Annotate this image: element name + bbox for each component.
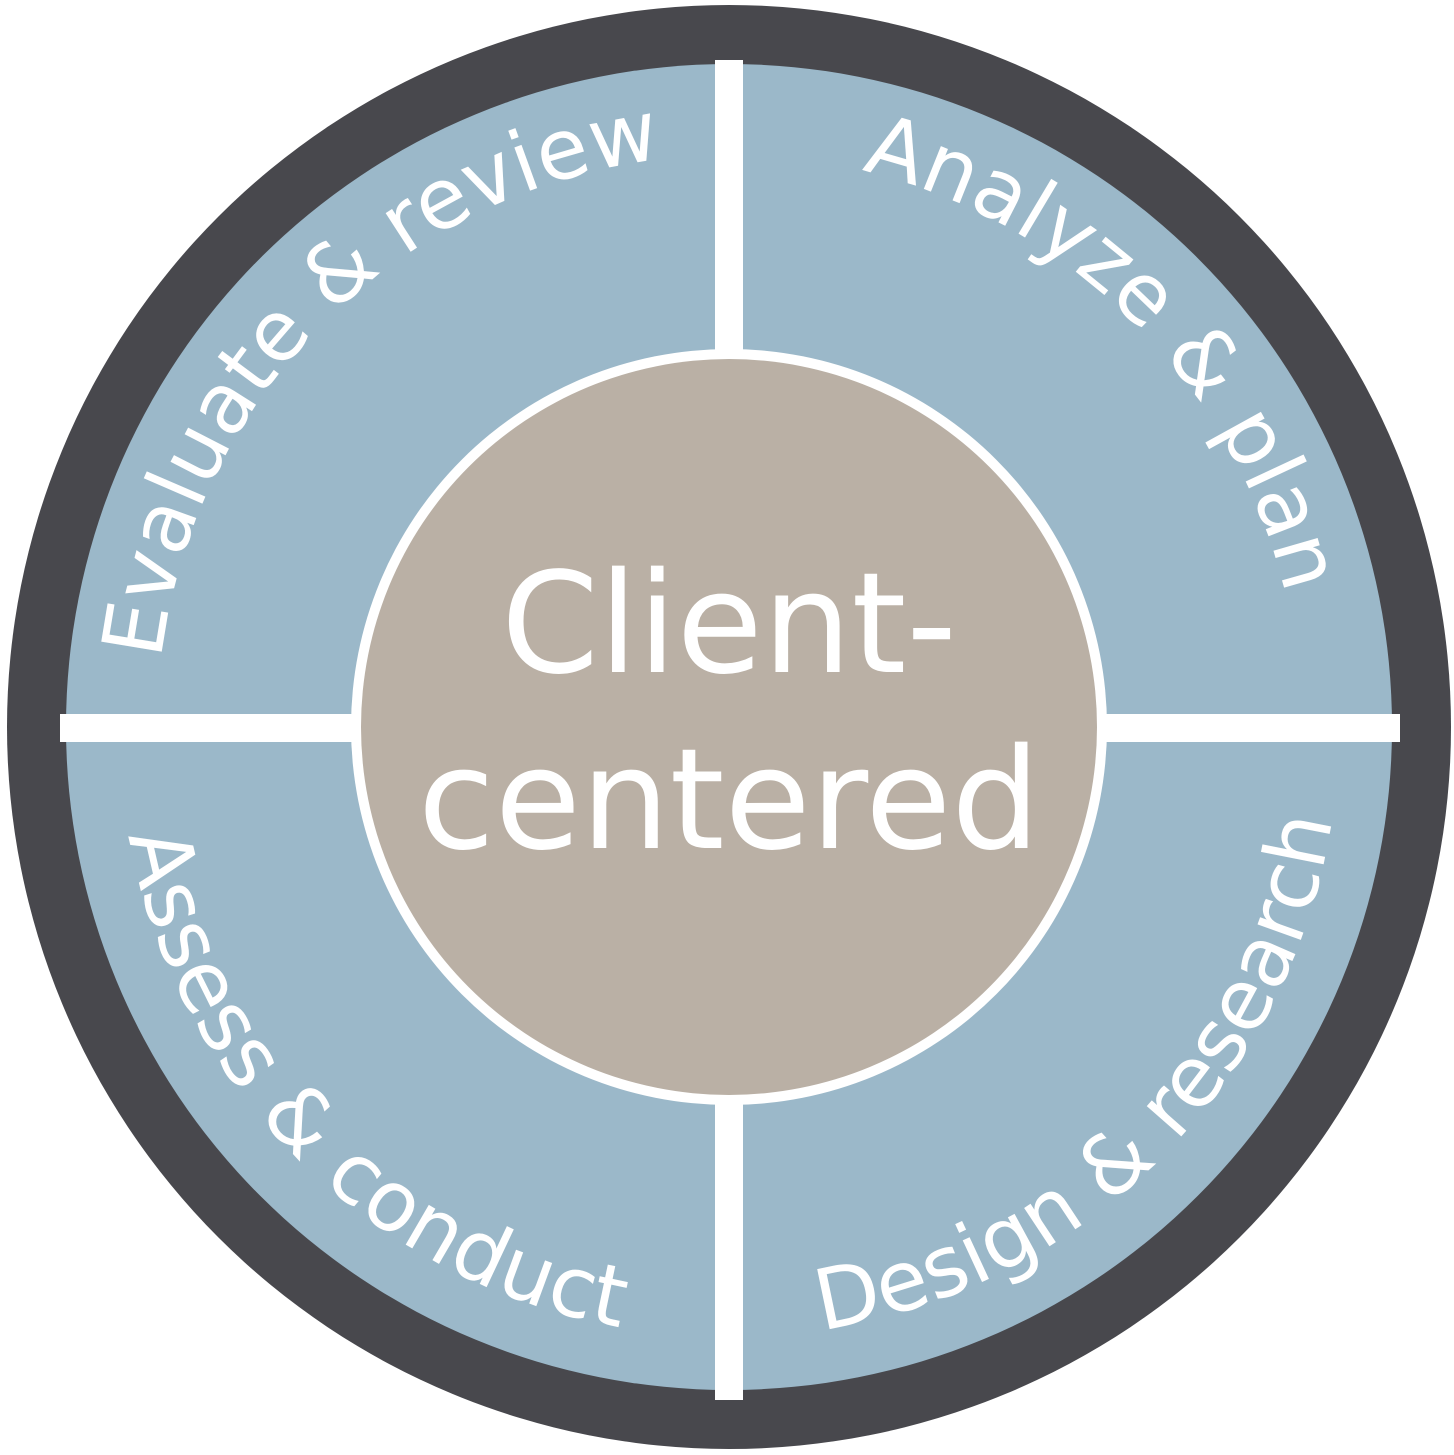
center-title-line-2: centered — [418, 719, 1040, 882]
center-circle — [361, 359, 1097, 1095]
center-title-line-1: Client- — [501, 543, 957, 706]
